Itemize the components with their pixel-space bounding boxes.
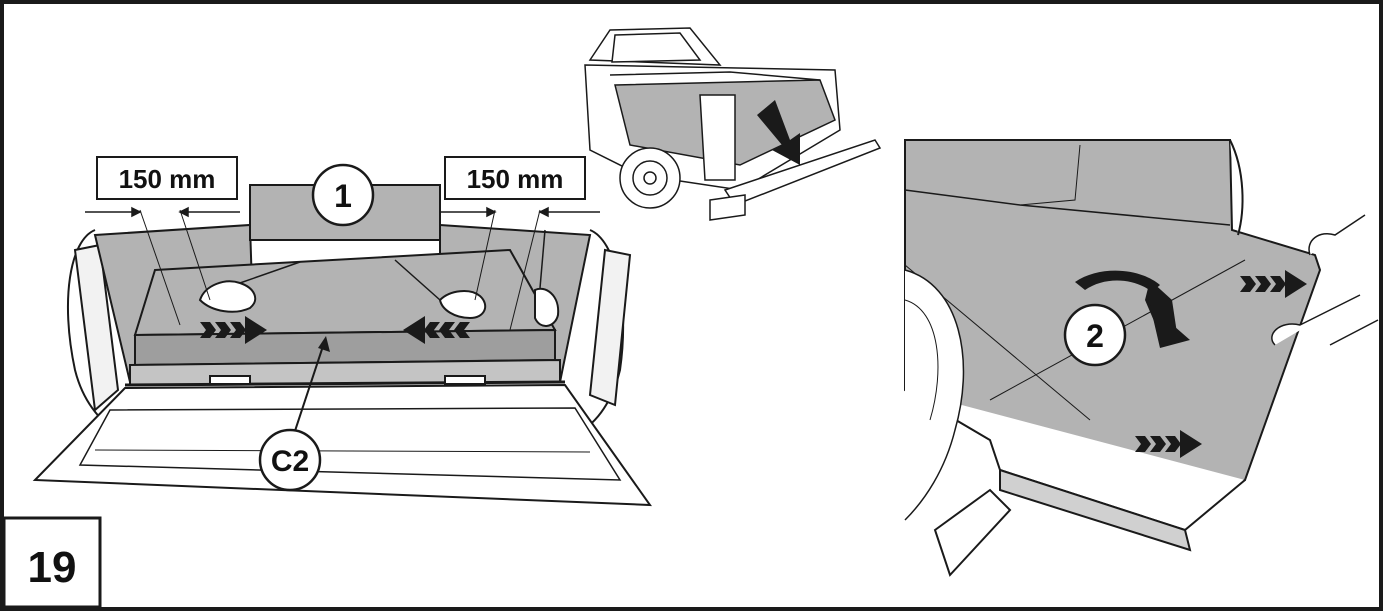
triple-chevron-arrow-icon	[403, 316, 470, 344]
callout-2: 2	[1063, 303, 1127, 367]
dimension-label-left-box: 150 mm	[96, 156, 238, 200]
dimension-label-right: 150 mm	[467, 164, 564, 194]
dimension-line-right	[440, 206, 600, 218]
callout-2-label: 2	[1086, 318, 1104, 354]
dimension-line-left	[85, 206, 240, 218]
right-panel-liner-view	[904, 139, 1379, 577]
triple-chevron-arrow-icon	[1135, 430, 1202, 458]
callout-c2: C2	[258, 428, 322, 492]
left-panel-bed-view	[32, 184, 652, 507]
c2-leader-line	[291, 339, 326, 441]
curved-rotate-arrow-icon	[1075, 270, 1190, 348]
dimension-label-right-box: 150 mm	[444, 156, 586, 200]
truck-overview-illustration	[584, 27, 882, 221]
callout-1: 1	[311, 163, 375, 227]
triple-chevron-arrow-icon	[1240, 270, 1307, 298]
step-number-box: 19	[2, 516, 102, 609]
triple-chevron-arrow-icon	[200, 316, 267, 344]
dimension-label-left: 150 mm	[119, 164, 216, 194]
step-number: 19	[28, 543, 77, 592]
callout-c2-label: C2	[271, 445, 309, 478]
callout-1-label: 1	[334, 178, 352, 214]
down-arrow-icon	[757, 100, 800, 165]
